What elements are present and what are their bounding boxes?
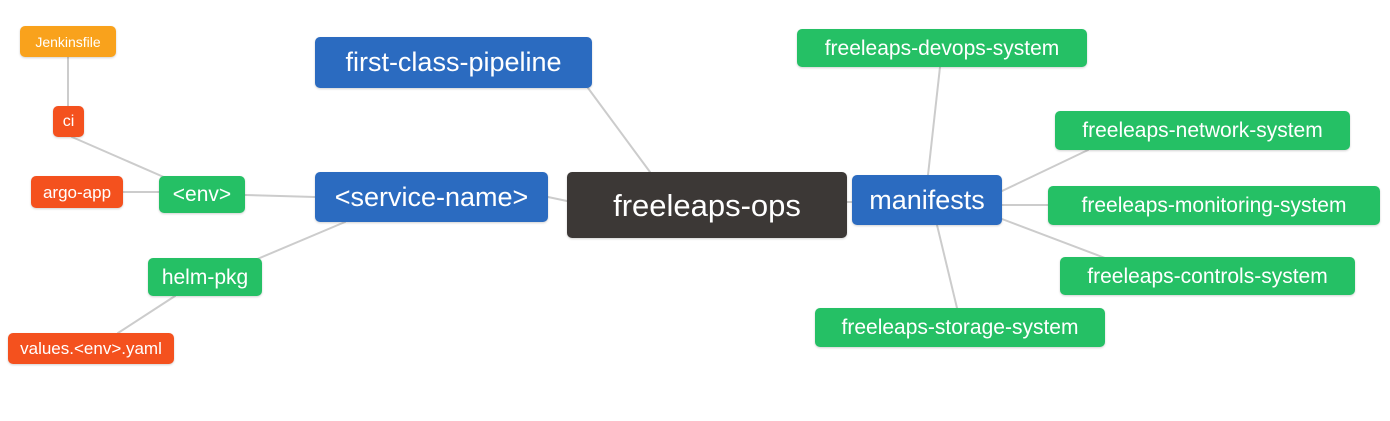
edge-env-to-service-name (244, 194, 316, 198)
node-argo-app[interactable]: argo-app (31, 176, 123, 208)
edge-ci-to-env (71, 136, 167, 179)
edge-manifests-to-freeleaps-devops-system (927, 66, 941, 176)
node-manifests[interactable]: manifests (852, 175, 1002, 225)
node-service-name[interactable]: <service-name> (315, 172, 548, 222)
node-env[interactable]: <env> (159, 176, 245, 213)
node-first-class-pipeline[interactable]: first-class-pipeline (315, 37, 592, 88)
edge-service-name-to-freeleaps-ops (547, 196, 568, 202)
edge-manifests-to-freeleaps-network-system (1001, 149, 1089, 192)
node-freeleaps-monitoring-system[interactable]: freeleaps-monitoring-system (1048, 186, 1380, 225)
node-helm-pkg[interactable]: helm-pkg (148, 258, 262, 296)
edge-manifests-to-freeleaps-storage-system (936, 224, 958, 309)
node-freeleaps-storage-system[interactable]: freeleaps-storage-system (815, 308, 1105, 347)
node-freeleaps-ops[interactable]: freeleaps-ops (567, 172, 847, 238)
node-values-env-yaml[interactable]: values.<env>.yaml (8, 333, 174, 364)
node-freeleaps-devops-system[interactable]: freeleaps-devops-system (797, 29, 1087, 67)
node-freeleaps-controls-system[interactable]: freeleaps-controls-system (1060, 257, 1355, 295)
edge-service-name-to-helm-pkg (254, 221, 346, 261)
node-freeleaps-network-system[interactable]: freeleaps-network-system (1055, 111, 1350, 150)
edge-helm-pkg-to-values-env-yaml (117, 295, 176, 334)
node-ci[interactable]: ci (53, 106, 84, 137)
node-jenkinsfile[interactable]: Jenkinsfile (20, 26, 116, 57)
edge-first-class-pipeline-to-freeleaps-ops (587, 87, 651, 173)
